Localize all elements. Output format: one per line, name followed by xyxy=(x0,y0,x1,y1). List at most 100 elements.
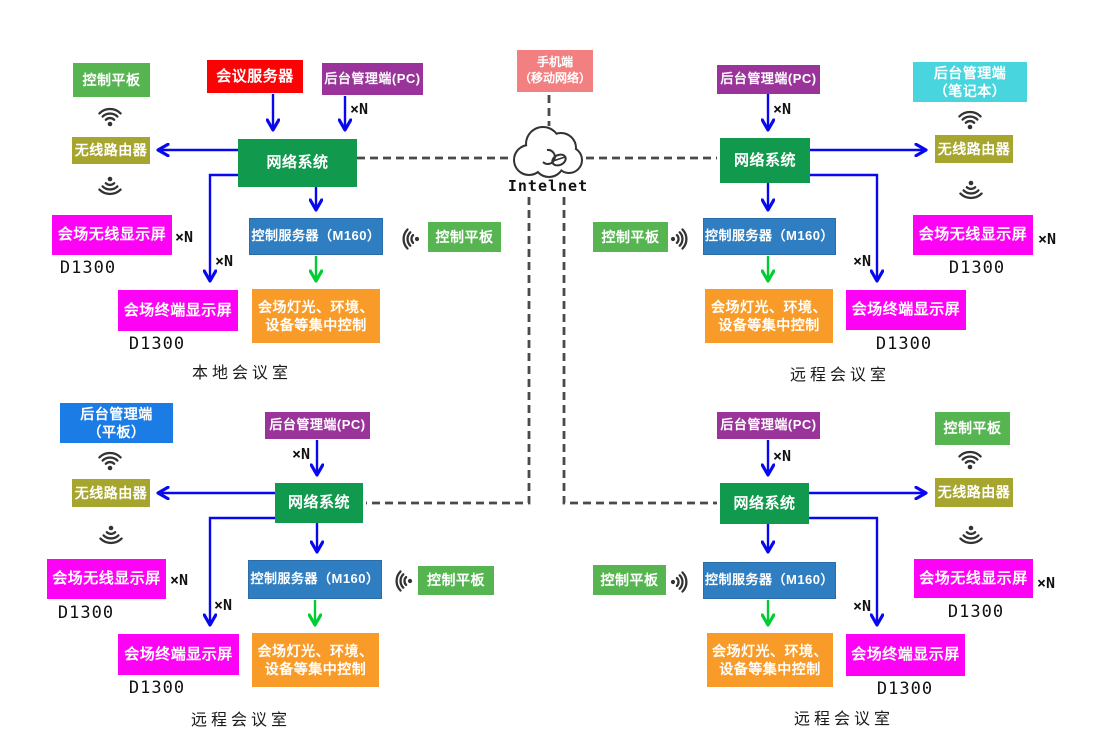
control-tablet-box: 控制平板 xyxy=(593,222,668,252)
admin-laptop-box: 后台管理端 （笔记本） xyxy=(913,62,1027,102)
terminal-display-box: 会场终端显示屏 xyxy=(118,634,239,675)
central-control-line2: 设备等集中控制 xyxy=(265,317,367,333)
admin-laptop-line1: 后台管理端 xyxy=(933,64,1007,81)
internet-cloud-icon xyxy=(513,126,583,178)
admin-pc-box: 后台管理端(PC) xyxy=(717,65,820,94)
dashed-line xyxy=(562,197,717,505)
control-tablet-box: 控制平板 xyxy=(418,566,494,595)
xn-label: ×N xyxy=(1038,230,1057,248)
control-tablet-box: 控制平板 xyxy=(593,565,666,595)
arrow-line xyxy=(809,516,877,625)
xn-label: ×N xyxy=(1037,574,1056,592)
wireless-router-box: 无线路由器 xyxy=(72,479,150,507)
control-tablet-box: 控制平板 xyxy=(935,412,1010,445)
xn-label: ×N xyxy=(773,447,792,465)
network-system-box: 网络系统 xyxy=(275,483,363,523)
xn-label: ×N xyxy=(292,445,311,463)
d1300-label: D1300 xyxy=(128,334,186,354)
central-control-line2: 设备等集中控制 xyxy=(718,317,820,333)
wifi-icon xyxy=(99,524,123,545)
d1300-label: D1300 xyxy=(875,334,933,354)
arrow-line xyxy=(210,516,275,625)
d1300-label: D1300 xyxy=(128,678,186,698)
central-control-line1: 会场灯光、环境、 xyxy=(711,298,827,315)
internet-label: Intelnet xyxy=(507,177,589,195)
admin-pc-box: 后台管理端(PC) xyxy=(322,63,423,95)
admin-laptop-line2: （笔记本） xyxy=(933,83,1007,99)
wireless-router-box: 无线路由器 xyxy=(935,135,1013,163)
arrow-line xyxy=(810,173,877,281)
central-control-line2: 设备等集中控制 xyxy=(264,661,367,677)
wifi-icon xyxy=(959,179,983,200)
mobile-line2: （移动网络） xyxy=(518,71,591,85)
dashed-links xyxy=(357,95,717,505)
central-control-line1: 会场灯光、环境、 xyxy=(712,642,828,659)
xn-label: ×N xyxy=(175,228,194,246)
admin-pc-box: 后台管理端(PC) xyxy=(717,412,820,439)
network-system-box: 网络系统 xyxy=(720,483,809,524)
terminal-display-box: 会场终端显示屏 xyxy=(118,290,238,331)
admin-pc-box: 后台管理端(PC) xyxy=(265,412,370,439)
d1300-label: D1300 xyxy=(59,258,117,278)
xn-label: ×N xyxy=(853,597,872,615)
central-control-box: 会场灯光、环境、 设备等集中控制 xyxy=(252,633,379,687)
d1300-label: D1300 xyxy=(876,679,934,699)
central-control-line1: 会场灯光、环境、 xyxy=(258,298,374,315)
terminal-display-box: 会场终端显示屏 xyxy=(846,290,966,330)
central-control-line1: 会场灯光、环境、 xyxy=(257,642,374,659)
central-control-line2: 设备等集中控制 xyxy=(719,661,821,677)
dashed-line xyxy=(366,197,531,505)
wifi-icon xyxy=(959,524,983,545)
terminal-display-box: 会场终端显示屏 xyxy=(846,634,965,676)
mobile-line1: 手机端 xyxy=(536,55,573,70)
control-server-box: 控制服务器（M160） xyxy=(703,562,836,599)
xn-label: ×N xyxy=(350,100,369,118)
d1300-label: D1300 xyxy=(57,603,115,623)
control-tablet-box: 控制平板 xyxy=(428,222,501,252)
xn-label: ×N xyxy=(853,252,872,270)
admin-pad-line2: （平板） xyxy=(87,424,146,440)
control-tablet-box: 控制平板 xyxy=(73,63,150,97)
wireless-display-box: 会场无线显示屏 xyxy=(52,215,172,255)
central-control-box: 会场灯光、环境、 设备等集中控制 xyxy=(252,289,380,343)
xn-label: ×N xyxy=(773,100,792,118)
control-server-box: 控制服务器（M160） xyxy=(249,218,383,255)
blue-arrow-lines xyxy=(158,94,926,625)
mobile-client-box: 手机端 （移动网络） xyxy=(517,50,593,92)
section-title-remote-room: 远程会议室 xyxy=(793,711,894,728)
control-server-box: 控制服务器（M160） xyxy=(248,560,382,599)
sound-waves-icon xyxy=(395,570,414,592)
wireless-display-box: 会场无线显示屏 xyxy=(47,559,166,599)
wifi-icon xyxy=(958,450,982,471)
meeting-server-box: 会议服务器 xyxy=(207,60,303,93)
green-arrow-lines xyxy=(315,256,768,625)
d1300-label: D1300 xyxy=(948,258,1006,278)
sound-waves-icon xyxy=(669,228,688,250)
xn-label: ×N xyxy=(170,571,189,589)
central-control-box: 会场灯光、环境、 设备等集中控制 xyxy=(705,289,833,343)
wifi-icon xyxy=(98,175,122,196)
xn-label: ×N xyxy=(215,252,234,270)
wifi-icon xyxy=(958,110,982,131)
section-title-local-room: 本地会议室 xyxy=(191,365,292,382)
admin-pad-box: 后台管理端 （平板） xyxy=(60,403,173,443)
central-control-box: 会场灯光、环境、 设备等集中控制 xyxy=(707,633,833,687)
wireless-display-box: 会场无线显示屏 xyxy=(913,215,1033,255)
section-title-remote-room: 远程会议室 xyxy=(190,712,291,729)
sound-waves-icon xyxy=(402,228,421,250)
section-title-remote-room: 远程会议室 xyxy=(789,367,890,384)
wireless-display-box: 会场无线显示屏 xyxy=(914,559,1033,598)
network-system-box: 网络系统 xyxy=(720,138,810,183)
wifi-icon xyxy=(98,451,122,472)
wireless-router-box: 无线路由器 xyxy=(72,137,150,164)
wifi-icon xyxy=(98,107,122,128)
d1300-label: D1300 xyxy=(947,602,1005,622)
control-server-box: 控制服务器（M160） xyxy=(703,218,836,255)
network-system-box: 网络系统 xyxy=(238,139,357,187)
wireless-router-box: 无线路由器 xyxy=(935,478,1013,507)
sound-waves-icon xyxy=(669,571,688,593)
admin-pad-line1: 后台管理端 xyxy=(80,405,153,422)
xn-label: ×N xyxy=(214,596,233,614)
